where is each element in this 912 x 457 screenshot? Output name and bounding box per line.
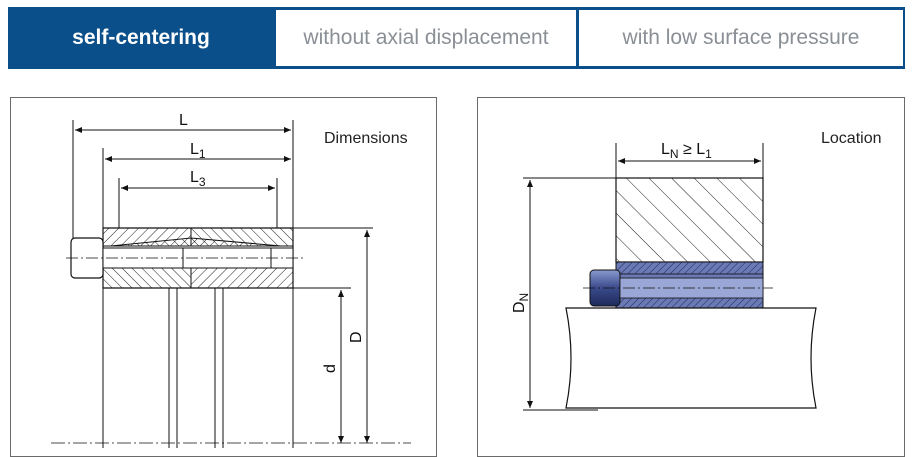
location-title: Location (821, 130, 882, 147)
label-LN: LN ≥ L1 (661, 141, 712, 161)
label-DN: DN (511, 293, 531, 313)
tab-without-axial-displacement[interactable]: without axial displacement (276, 10, 576, 66)
label-d: d (322, 364, 339, 373)
dimensions-panel: Dimensions L L1 L3 (10, 97, 437, 457)
inner-ring-hatch (190, 267, 294, 289)
tab-bar: self-centering without axial displacemen… (8, 7, 905, 69)
tab-self-centering[interactable]: self-centering (8, 10, 274, 66)
shaft (565, 307, 817, 409)
clamping-ring-hatch (615, 261, 764, 275)
label-L1: L1 (190, 141, 206, 161)
hub (615, 177, 764, 263)
label-D: D (348, 331, 365, 343)
label-L3: L3 (190, 169, 206, 189)
inner-ring-hatch (102, 267, 192, 289)
dimensions-drawing: L L1 L3 D (51, 112, 411, 448)
tab-with-low-surface-pressure[interactable]: with low surface pressure (579, 10, 903, 66)
location-panel: Location LN ≥ L1 DN (477, 97, 905, 457)
cone-ring (190, 237, 282, 247)
dimensions-title: Dimensions (324, 130, 408, 147)
label-L: L (179, 112, 188, 129)
location-drawing: LN ≥ L1 DN (511, 141, 817, 411)
